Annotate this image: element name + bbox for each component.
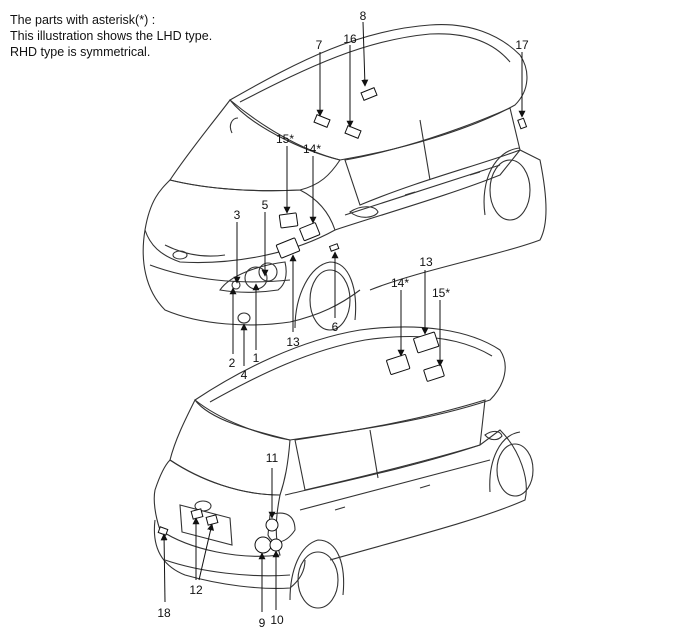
part-11 bbox=[265, 518, 279, 532]
part-14-rear bbox=[386, 354, 411, 375]
part-6 bbox=[328, 243, 340, 252]
label-14-front: 14* bbox=[303, 142, 321, 156]
rear-leaders bbox=[160, 270, 444, 612]
front-parts bbox=[275, 87, 528, 259]
part-17 bbox=[517, 117, 528, 130]
note-lhd: This illustration shows the LHD type. bbox=[10, 29, 213, 43]
part-15-rear bbox=[423, 364, 445, 382]
part-12-right bbox=[205, 514, 219, 526]
part-13-front bbox=[275, 237, 301, 259]
label-10: 10 bbox=[270, 613, 284, 627]
part-7 bbox=[313, 114, 331, 128]
label-12: 12 bbox=[189, 583, 203, 597]
rear-car-illustration bbox=[153, 326, 534, 609]
label-5: 5 bbox=[262, 198, 269, 212]
part-16 bbox=[344, 125, 362, 139]
part-15-front bbox=[278, 212, 299, 229]
part-9 bbox=[254, 536, 272, 554]
rear-parts bbox=[157, 331, 445, 554]
note-rhd: RHD type is symmetrical. bbox=[10, 45, 151, 59]
label-13-front: 13 bbox=[286, 335, 300, 349]
label-1: 1 bbox=[253, 351, 260, 365]
part-8 bbox=[360, 87, 378, 101]
front-car-illustration bbox=[142, 24, 547, 331]
label-13-rear: 13 bbox=[419, 255, 433, 269]
label-2: 2 bbox=[229, 356, 236, 370]
label-7: 7 bbox=[316, 38, 323, 52]
label-17: 17 bbox=[515, 38, 529, 52]
part-10 bbox=[269, 538, 283, 552]
label-6: 6 bbox=[332, 320, 339, 334]
label-4: 4 bbox=[241, 368, 248, 382]
label-11: 11 bbox=[266, 451, 279, 465]
label-8: 8 bbox=[360, 9, 367, 23]
note-asterisk: The parts with asterisk(*) : bbox=[10, 13, 156, 27]
part-18 bbox=[157, 526, 169, 536]
callout-labels: 8 7 16 17 15* 14* 3 5 13 6 2 1 4 13 14* … bbox=[157, 9, 529, 630]
label-15-rear: 15* bbox=[432, 286, 450, 300]
label-15-front: 15* bbox=[276, 132, 294, 146]
label-9: 9 bbox=[259, 616, 266, 630]
label-18: 18 bbox=[157, 606, 171, 620]
part-12-left bbox=[190, 508, 204, 520]
label-14-rear: 14* bbox=[391, 276, 409, 290]
front-leaders bbox=[229, 21, 526, 366]
label-16: 16 bbox=[343, 32, 357, 46]
part-13-rear bbox=[413, 331, 440, 354]
label-3: 3 bbox=[234, 208, 241, 222]
part-14-front bbox=[299, 222, 321, 242]
